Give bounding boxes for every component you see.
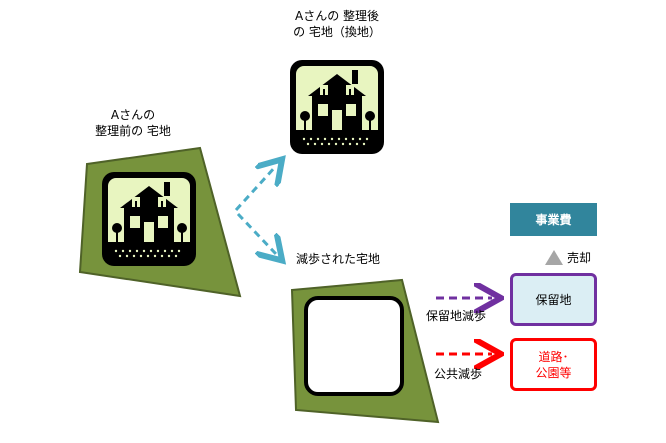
project-cost-box: 事業費 (510, 203, 597, 236)
label-sale: 売却 (567, 251, 592, 265)
label-reserve-reduction: 保留地減歩 (426, 309, 487, 323)
arrow-to-after (234, 166, 276, 212)
label-before: Aさんの 整理前の 宅地 (95, 108, 171, 138)
label-reduced: 減歩された宅地 (296, 252, 381, 266)
reduced-land-placeholder (304, 296, 404, 396)
house-after-icon (290, 60, 384, 154)
label-after: Aさんの 整理後 の 宅地（換地） (293, 9, 381, 39)
reserve-land-box: 保留地 (510, 273, 597, 326)
reserve-land-label: 保留地 (535, 292, 572, 307)
label-public-reduction: 公共減歩 (434, 367, 483, 381)
project-cost-label: 事業費 (535, 212, 572, 227)
sale-arrow-icon (545, 250, 563, 265)
arrow-to-reduced (236, 212, 276, 254)
public-box: 道路･ 公園等 (510, 338, 597, 391)
public-label: 道路･ 公園等 (535, 349, 572, 380)
house-before-icon (102, 172, 196, 266)
